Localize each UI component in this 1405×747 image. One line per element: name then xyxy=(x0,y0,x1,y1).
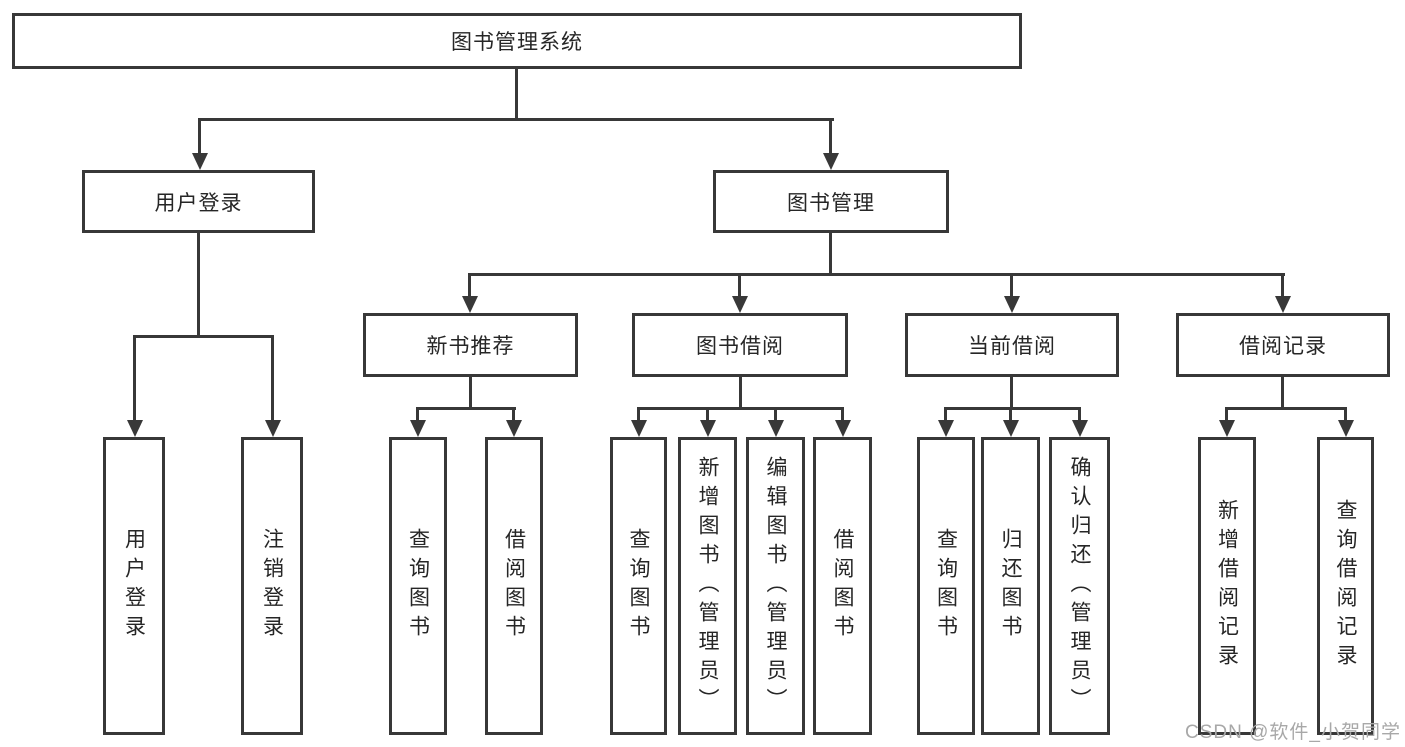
node-new-book-recommend: 新书推荐 xyxy=(363,313,578,377)
connector-line xyxy=(468,273,1285,276)
connector-line xyxy=(198,118,834,121)
connector-line xyxy=(469,377,472,407)
node-current-borrow-label: 当前借阅 xyxy=(968,335,1056,358)
leaf-query-book-current: 查询图书 xyxy=(917,437,975,735)
connector-line xyxy=(1009,407,1012,420)
connector-line xyxy=(738,273,741,296)
connector-line xyxy=(198,118,201,153)
connector-line xyxy=(515,69,518,118)
leaf-label: 确认归还（管理员） xyxy=(1068,455,1091,717)
arrowhead-down-icon xyxy=(1072,420,1088,437)
node-root-label: 图书管理系统 xyxy=(451,31,583,54)
leaf-label: 归还图书 xyxy=(999,528,1022,644)
node-borrow-record: 借阅记录 xyxy=(1176,313,1390,377)
leaf-label: 借阅图书 xyxy=(502,528,526,644)
arrowhead-down-icon xyxy=(835,420,851,437)
leaf-query-book-borrow: 查询图书 xyxy=(610,437,667,735)
connector-line xyxy=(774,407,777,420)
leaf-label: 新增借阅记录 xyxy=(1215,499,1239,673)
leaf-label: 用户登录 xyxy=(122,528,146,644)
arrowhead-down-icon xyxy=(1338,420,1354,437)
leaf-return-book: 归还图书 xyxy=(981,437,1040,735)
arrowhead-down-icon xyxy=(768,420,784,437)
arrowhead-down-icon xyxy=(265,420,281,437)
node-book-borrow: 图书借阅 xyxy=(632,313,848,377)
node-root: 图书管理系统 xyxy=(12,13,1022,69)
arrowhead-down-icon xyxy=(732,296,748,313)
connector-line xyxy=(829,118,832,153)
connector-line xyxy=(1078,407,1081,420)
node-user-login-label: 用户登录 xyxy=(154,191,243,215)
arrowhead-down-icon xyxy=(1275,296,1291,313)
leaf-borrow-book-recommend: 借阅图书 xyxy=(485,437,543,735)
arrowhead-down-icon xyxy=(631,420,647,437)
leaf-label: 查询借阅记录 xyxy=(1334,499,1357,673)
leaf-label: 编辑图书（管理员） xyxy=(764,455,787,717)
arrowhead-down-icon xyxy=(1219,420,1235,437)
connector-line xyxy=(829,233,832,273)
connector-line xyxy=(271,335,274,420)
connector-line xyxy=(512,407,515,420)
arrowhead-down-icon xyxy=(192,153,208,170)
leaf-confirm-return-admin: 确认归还（管理员） xyxy=(1049,437,1110,735)
arrowhead-down-icon xyxy=(1003,420,1019,437)
arrowhead-down-icon xyxy=(823,153,839,170)
connector-line xyxy=(637,407,844,410)
connector-line xyxy=(841,407,844,420)
connector-line xyxy=(1010,377,1013,407)
connector-line xyxy=(1010,273,1013,296)
arrowhead-down-icon xyxy=(700,420,716,437)
arrowhead-down-icon xyxy=(410,420,426,437)
connector-line xyxy=(1225,407,1347,410)
connector-line xyxy=(468,273,471,296)
leaf-logout: 注销登录 xyxy=(241,437,303,735)
node-new-book-recommend-label: 新书推荐 xyxy=(426,335,515,358)
connector-line xyxy=(637,407,640,420)
arrowhead-down-icon xyxy=(462,296,478,313)
connector-line xyxy=(197,233,200,335)
arrowhead-down-icon xyxy=(127,420,143,437)
csdn-watermark: CSDN @软件_小贺同学 xyxy=(1185,722,1401,743)
node-current-borrow: 当前借阅 xyxy=(905,313,1119,377)
leaf-add-book-admin: 新增图书（管理员） xyxy=(678,437,737,735)
arrowhead-down-icon xyxy=(506,420,522,437)
connector-line xyxy=(1225,407,1228,420)
connector-line xyxy=(1281,273,1284,296)
arrowhead-down-icon xyxy=(938,420,954,437)
node-book-management-label: 图书管理 xyxy=(787,191,875,215)
leaf-label: 查询图书 xyxy=(934,528,958,644)
node-book-borrow-label: 图书借阅 xyxy=(696,335,784,358)
connector-line xyxy=(739,377,742,407)
leaf-label: 查询图书 xyxy=(627,528,650,644)
node-user-login: 用户登录 xyxy=(82,170,315,233)
leaf-label: 借阅图书 xyxy=(831,528,854,644)
leaf-query-borrow-record: 查询借阅记录 xyxy=(1317,437,1374,735)
connector-line xyxy=(706,407,709,420)
leaf-edit-book-admin: 编辑图书（管理员） xyxy=(746,437,805,735)
node-borrow-record-label: 借阅记录 xyxy=(1239,335,1327,358)
connector-line xyxy=(133,335,136,420)
leaf-borrow-book: 借阅图书 xyxy=(813,437,872,735)
arrowhead-down-icon xyxy=(1004,296,1020,313)
leaf-query-book-recommend: 查询图书 xyxy=(389,437,447,735)
connector-line xyxy=(133,335,274,338)
connector-line xyxy=(944,407,947,420)
node-book-management: 图书管理 xyxy=(713,170,949,233)
connector-line xyxy=(416,407,516,410)
leaf-label: 新增图书（管理员） xyxy=(696,455,719,717)
leaf-user-login: 用户登录 xyxy=(103,437,165,735)
connector-line xyxy=(1344,407,1347,420)
leaf-add-borrow-record: 新增借阅记录 xyxy=(1198,437,1256,735)
connector-line xyxy=(416,407,419,420)
connector-line xyxy=(1281,377,1284,407)
connector-line xyxy=(944,407,1081,410)
leaf-label: 查询图书 xyxy=(406,528,430,644)
leaf-label: 注销登录 xyxy=(260,528,284,644)
